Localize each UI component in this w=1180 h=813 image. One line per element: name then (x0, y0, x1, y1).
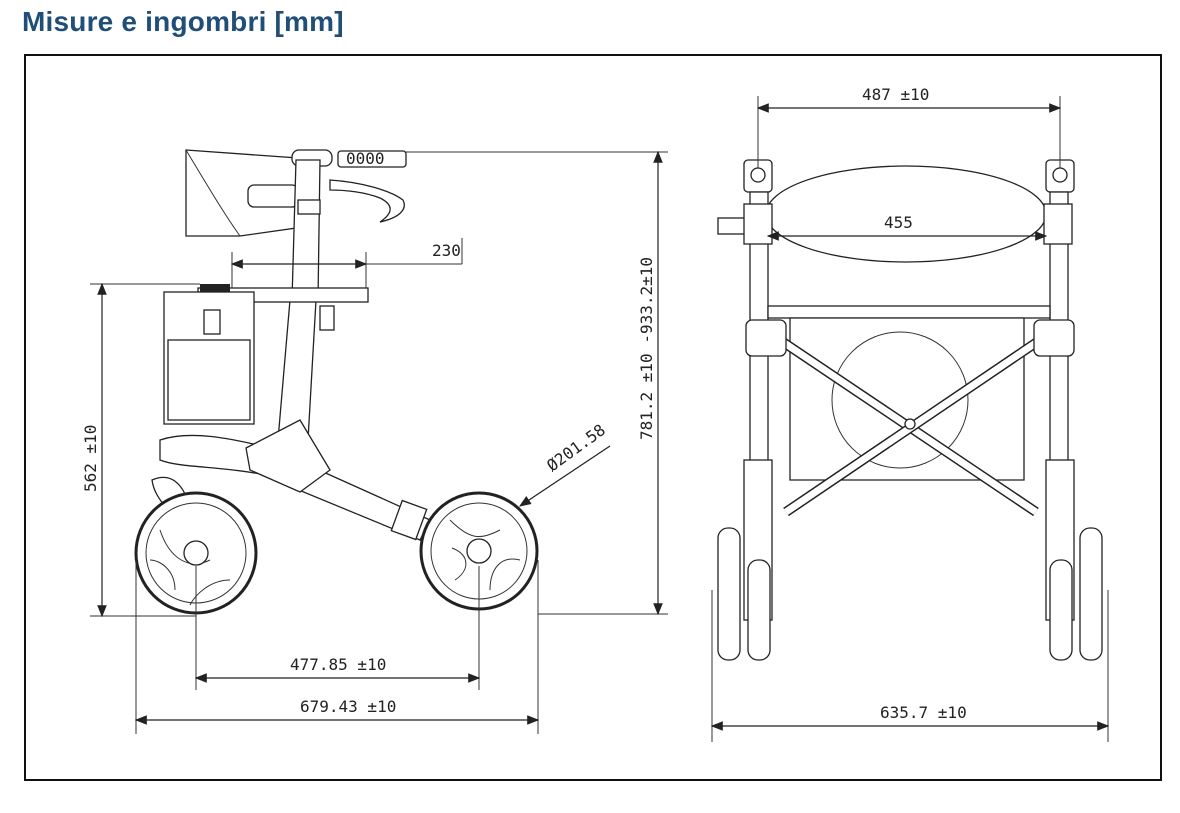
dim-wheelbase: 477.85 ±10 (290, 655, 386, 674)
dim-handle-depth: 230 (432, 241, 461, 260)
page-title: Misure e ingombri [mm] (22, 6, 344, 37)
dim-total-length: 679.43 ±10 (300, 697, 396, 716)
dim-handle-width: 487 ±10 (862, 85, 929, 104)
brake-label: 0000 (346, 149, 385, 168)
dim-total-width: 635.7 ±10 (880, 703, 967, 722)
side-view: 0000 (81, 149, 668, 734)
rear-wheel-side (134, 491, 258, 615)
dim-seat-height: 562 ±10 (81, 425, 100, 492)
front-view: 487 ±10 455 635.7 ±10 (710, 85, 1110, 742)
dim-seat-width: 455 (884, 213, 913, 232)
front-wheel-side (419, 491, 539, 611)
dim-total-height: 781.2 ±10 -933.2±10 (637, 257, 656, 440)
dim-wheel-diameter: Ø201.58 (543, 420, 609, 475)
